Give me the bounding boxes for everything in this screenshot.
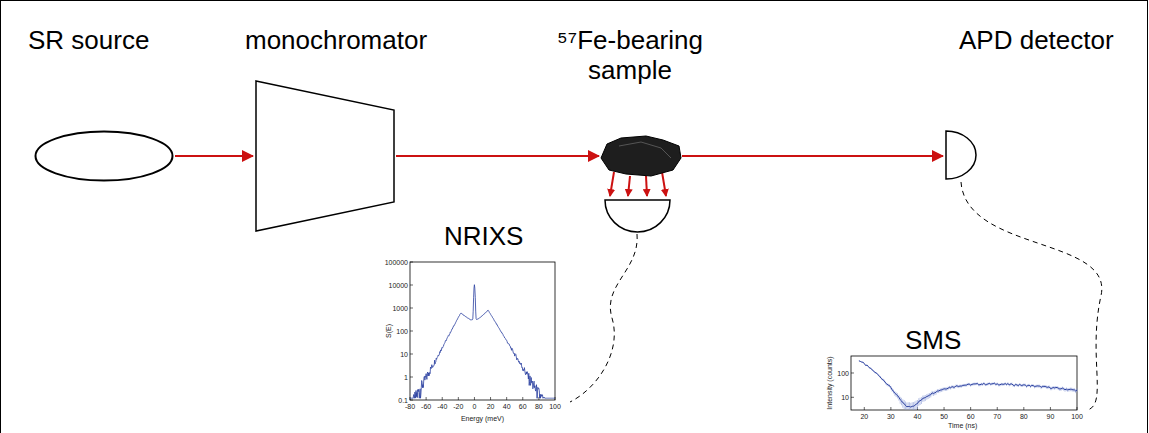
tick bbox=[1023, 407, 1024, 410]
tick bbox=[474, 397, 475, 400]
axis-tick-label: 50 bbox=[940, 413, 948, 420]
storage-ring bbox=[36, 132, 173, 181]
axis-tick-label: 100 bbox=[1071, 413, 1083, 420]
axis-tick-label: 100 bbox=[549, 403, 561, 410]
node-title: APD detector bbox=[945, 26, 1118, 56]
sample-node: ⁵⁷Fe-bearing sample bbox=[545, 26, 715, 182]
trap-shape bbox=[255, 80, 395, 232]
axis-tick-label: -60 bbox=[421, 403, 431, 410]
axis-tick-label: 1000 bbox=[392, 305, 408, 312]
node-title: ⁵⁷Fe-bearing sample bbox=[545, 26, 715, 86]
half-shape bbox=[945, 130, 977, 180]
tick bbox=[410, 354, 413, 355]
axis-tick-label: 10 bbox=[400, 351, 408, 358]
axis-title: Energy (meV) bbox=[461, 415, 504, 422]
axis-tick-label: 10000 bbox=[389, 282, 408, 289]
tick bbox=[490, 397, 491, 400]
axis-title: S(E) bbox=[385, 324, 392, 338]
tick bbox=[1050, 407, 1051, 410]
axis-tick-label: 10 bbox=[841, 394, 849, 401]
plot-frame bbox=[410, 262, 555, 400]
node-title: monochromator bbox=[245, 26, 435, 56]
axis-tick-label: -20 bbox=[453, 403, 463, 410]
tick bbox=[1077, 407, 1078, 410]
tick bbox=[864, 407, 865, 410]
sample-piece bbox=[601, 136, 681, 176]
tick bbox=[944, 407, 945, 410]
axis-tick-label: 20 bbox=[860, 413, 868, 420]
tick bbox=[410, 331, 413, 332]
axis-title: Time (ns) bbox=[948, 422, 977, 429]
error-bars bbox=[859, 360, 1077, 409]
axis-tick-label: 0.1 bbox=[398, 397, 408, 404]
rock-shape bbox=[601, 136, 681, 176]
source-ring: SR source bbox=[28, 26, 178, 186]
x-ray-beam bbox=[175, 155, 253, 157]
axis-tick-label: 0 bbox=[472, 403, 476, 410]
x-ray-beam bbox=[682, 155, 943, 157]
tick bbox=[997, 407, 998, 410]
tick bbox=[522, 397, 523, 400]
axis-tick-label: 40 bbox=[914, 413, 922, 420]
tick bbox=[851, 372, 854, 373]
axis-tick-label: 30 bbox=[887, 413, 895, 420]
axis-tick-label: 100 bbox=[837, 369, 849, 376]
axis-tick-label: 100 bbox=[396, 328, 408, 335]
axis-tick-label: 80 bbox=[535, 403, 543, 410]
tick bbox=[410, 377, 413, 378]
tick bbox=[410, 262, 413, 263]
x-ray-beam bbox=[396, 155, 599, 157]
sms-plot: SMS 100 10 20 30 40 50 60 70 80 90 100 Intensity (co… bbox=[815, 326, 1085, 433]
sms-time-spectrum bbox=[859, 361, 1077, 407]
apd-outline bbox=[946, 131, 976, 179]
nrixs-spectrum bbox=[410, 285, 555, 399]
apd-detector: APD detector bbox=[945, 26, 1118, 184]
tick bbox=[970, 407, 971, 410]
tick bbox=[410, 285, 413, 286]
axis-tick-label: 90 bbox=[1047, 413, 1055, 420]
node-title: SR source bbox=[28, 26, 178, 56]
monochromator-box: monochromator bbox=[245, 26, 435, 236]
axis-title: Intensity (counts) bbox=[826, 356, 833, 409]
node-title: SMS bbox=[815, 326, 1085, 356]
tick bbox=[851, 397, 854, 398]
tick bbox=[442, 397, 443, 400]
sample-facet bbox=[619, 142, 671, 158]
tick bbox=[410, 308, 413, 309]
tick bbox=[506, 397, 507, 400]
tick bbox=[458, 397, 459, 400]
axis-tick-label: 60 bbox=[967, 413, 975, 420]
axis-tick-label: 1 bbox=[404, 374, 408, 381]
axis-tick-label: 100000 bbox=[385, 259, 408, 266]
tick bbox=[426, 397, 427, 400]
tick bbox=[410, 400, 413, 401]
ellipse-shape bbox=[34, 130, 174, 182]
node-title: NRIXS bbox=[378, 222, 566, 252]
nrixs-plot: NRIXS1000001000010001001010.1-80-60-40-2… bbox=[378, 222, 566, 433]
monochromator-outline bbox=[256, 81, 394, 231]
axis-tick-label: 70 bbox=[993, 413, 1001, 420]
axis-tick-label: 20 bbox=[487, 403, 495, 410]
nrixs-detector bbox=[605, 200, 670, 232]
plotS-shape bbox=[815, 352, 1085, 433]
axis-tick-label: 40 bbox=[503, 403, 511, 410]
axis-tick-label: 80 bbox=[1020, 413, 1028, 420]
signal-cable bbox=[570, 234, 637, 402]
scattered-rays bbox=[610, 172, 666, 196]
axis-tick-label: -40 bbox=[437, 403, 447, 410]
plot-frame bbox=[851, 356, 1077, 410]
tick bbox=[890, 407, 891, 410]
axis-tick-label: -80 bbox=[405, 403, 415, 410]
axis-tick-label: 60 bbox=[519, 403, 527, 410]
tick bbox=[538, 397, 539, 400]
